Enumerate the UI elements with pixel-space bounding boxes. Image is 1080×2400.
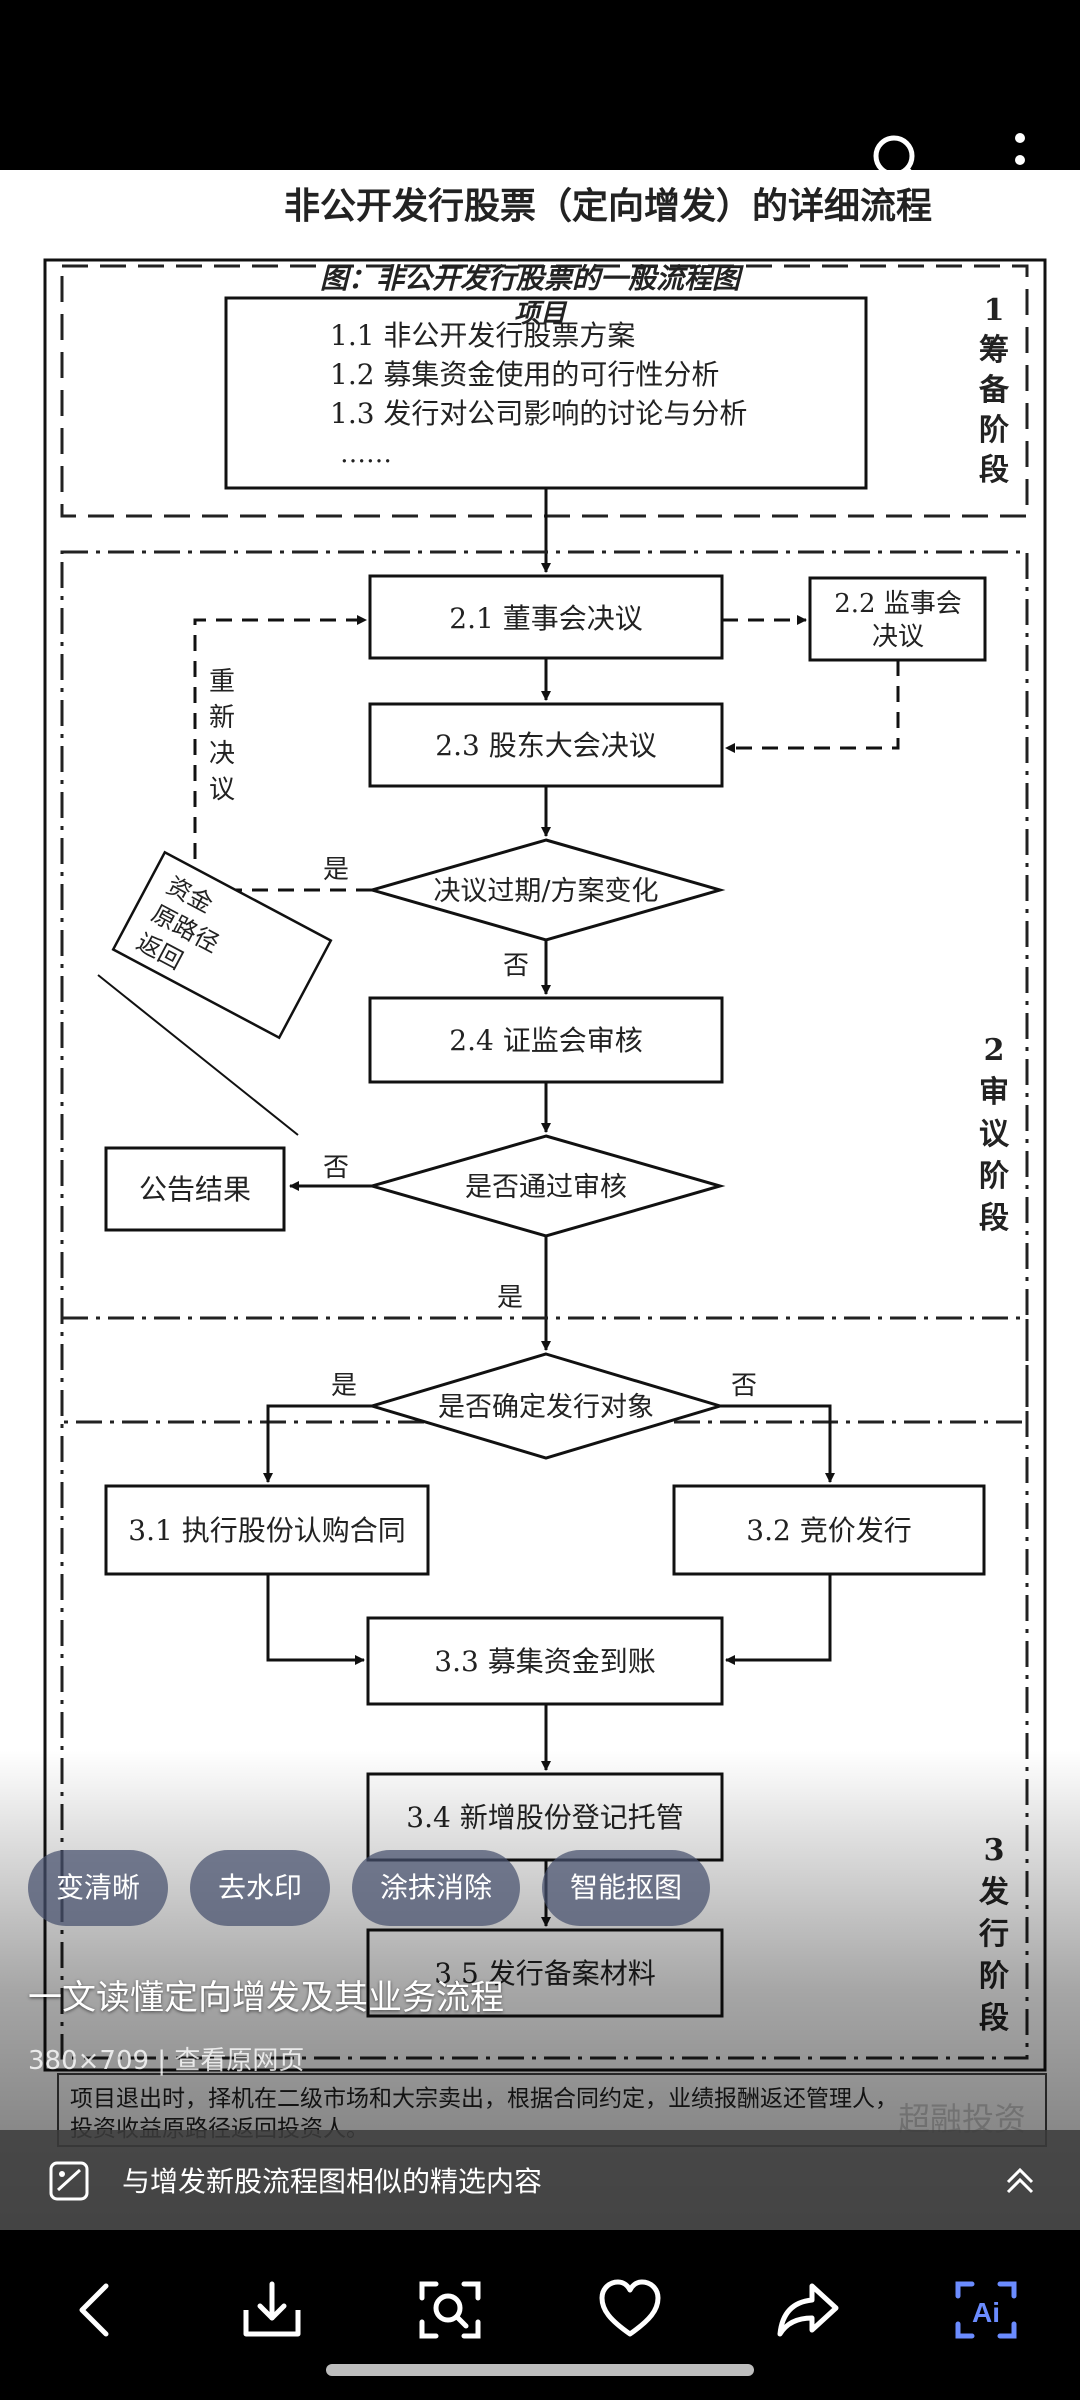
custody-label: 3.4 新增股份登记托管 [406, 1801, 683, 1834]
yes-label: 是 [497, 1283, 523, 1313]
enhance-button[interactable]: 变清晰 [28, 1850, 169, 1926]
svg-text:筹: 筹 [979, 333, 1009, 368]
visual-search-icon[interactable] [410, 2270, 490, 2350]
svg-text:议: 议 [209, 775, 235, 805]
image-title[interactable]: 一文读懂定向增发及其业务流程 [28, 1978, 504, 2018]
svg-text:3: 3 [984, 1833, 1005, 1868]
yes-label: 是 [331, 1371, 357, 1401]
image-scan-icon [48, 2160, 90, 2202]
announce-label: 公告结果 [139, 1173, 251, 1206]
download-icon[interactable] [232, 2270, 312, 2350]
svg-text:议: 议 [979, 1117, 1010, 1152]
bidding-box [672, 1484, 986, 1576]
svg-text:Ai: Ai [972, 2297, 1000, 2328]
ai-image-icon[interactable]: Ai [946, 2270, 1026, 2350]
shareholders-label: 2.3 股东大会决议 [435, 729, 656, 762]
shareholders-box [368, 702, 724, 788]
prep-items-box [224, 296, 868, 490]
contract-label: 3.1 执行股份认购合同 [128, 1514, 405, 1547]
flow-arrow [266, 1574, 365, 1665]
no-label: 否 [323, 1153, 349, 1183]
supervisors-label: 决议 [872, 622, 924, 652]
expired-decision-label: 决议过期/方案变化 [433, 876, 658, 907]
no-label: 否 [503, 951, 529, 981]
supervisors-box [808, 576, 987, 662]
svg-text:段: 段 [979, 453, 1009, 488]
svg-text:行: 行 [978, 1917, 1009, 1952]
contract-box [104, 1484, 430, 1576]
passed-decision-label: 是否通过审核 [465, 1172, 627, 1203]
board-resolution-label: 2.1 董事会决议 [449, 602, 642, 635]
board-resolution-box [368, 574, 724, 660]
prep-item: 1.1 非公开发行股票方案 [330, 319, 635, 352]
prep-item: …… [340, 439, 392, 469]
ai-tool-chips: 变清晰 去水印 涂抹消除 智能抠图 [28, 1850, 711, 1926]
chevron-up-icon[interactable] [1000, 2160, 1040, 2200]
review-stage-label: 2 审 议 阶 段 [979, 1033, 1010, 1236]
svg-text:2: 2 [984, 1033, 1005, 1068]
target-decision [366, 1352, 726, 1460]
flowchart-image: 非公开发行股票（定向增发）的详细流程 图：非公开发行股票的一般流程图 项目 1.… [43, 185, 1047, 2147]
svg-text:阶: 阶 [979, 413, 1009, 448]
supervisors-label: 2.2 监事会 [834, 589, 962, 619]
svg-text:重: 重 [209, 667, 235, 697]
svg-text:新: 新 [209, 703, 235, 733]
flow-arrow [725, 660, 900, 753]
flow-arrow [263, 1404, 372, 1483]
svg-text:1: 1 [984, 293, 1005, 328]
top-bar [0, 0, 1080, 187]
yes-label: 是 [323, 855, 349, 885]
home-indicator[interactable] [326, 2364, 754, 2376]
svg-text:备: 备 [979, 373, 1010, 408]
flowchart-subtitle: 图：非公开发行股票的一般流程图 [320, 262, 744, 295]
flow-arrow [720, 1404, 835, 1483]
image-viewer[interactable]: 非公开发行股票（定向增发）的详细流程 图：非公开发行股票的一般流程图 项目 1.… [0, 170, 1080, 2230]
funds-box [366, 1616, 724, 1706]
prep-item: 1.2 募集资金使用的可行性分析 [330, 358, 719, 391]
footer-note: 项目退出时，择机在二级市场和大宗卖出，根据合同约定，业绩报酬返还管理人， [70, 2086, 898, 2112]
similar-content-label: 与增发新股流程图相似的精选内容 [122, 2165, 543, 2198]
erase-button[interactable]: 涂抹消除 [352, 1850, 521, 1926]
redecide-label: 重 新 决 议 [209, 667, 235, 805]
smart-cutout-button[interactable]: 智能抠图 [542, 1850, 711, 1926]
svg-text:发: 发 [978, 1875, 1009, 1910]
flow-arrow [725, 1574, 832, 1665]
svg-text:审: 审 [979, 1075, 1009, 1110]
refund-line [97, 974, 299, 1136]
image-meta-link[interactable]: 380×709 | 查看原网页 [28, 2046, 305, 2076]
similar-content-bar[interactable]: 与增发新股流程图相似的精选内容 [0, 2130, 1080, 2230]
csrc-review-label: 2.4 证监会审核 [449, 1024, 642, 1057]
favorite-heart-icon[interactable] [590, 2270, 670, 2350]
remove-watermark-button[interactable]: 去水印 [190, 1850, 331, 1926]
prep-item: 1.3 发行对公司影响的讨论与分析 [330, 397, 747, 430]
funds-label: 3.3 募集资金到账 [434, 1645, 655, 1678]
refund-note: 资金 原路径 返回 [111, 850, 333, 1040]
project-label: 项目 [514, 299, 568, 329]
flow-arrow [193, 615, 372, 892]
bidding-label: 3.2 竞价发行 [746, 1514, 911, 1547]
target-decision-label: 是否确定发行对象 [438, 1392, 654, 1423]
svg-text:阶: 阶 [979, 1159, 1009, 1194]
share-icon[interactable] [768, 2270, 848, 2350]
svg-text:决: 决 [209, 739, 235, 769]
svg-text:段: 段 [979, 1201, 1009, 1236]
csrc-review-box [368, 996, 724, 1084]
flowchart-title: 非公开发行股票（定向增发）的详细流程 [284, 185, 932, 227]
back-icon[interactable] [56, 2270, 136, 2350]
no-label: 否 [731, 1371, 757, 1401]
announce-box [104, 1146, 286, 1232]
prep-stage-label: 1 筹 备 阶 段 [979, 293, 1010, 488]
